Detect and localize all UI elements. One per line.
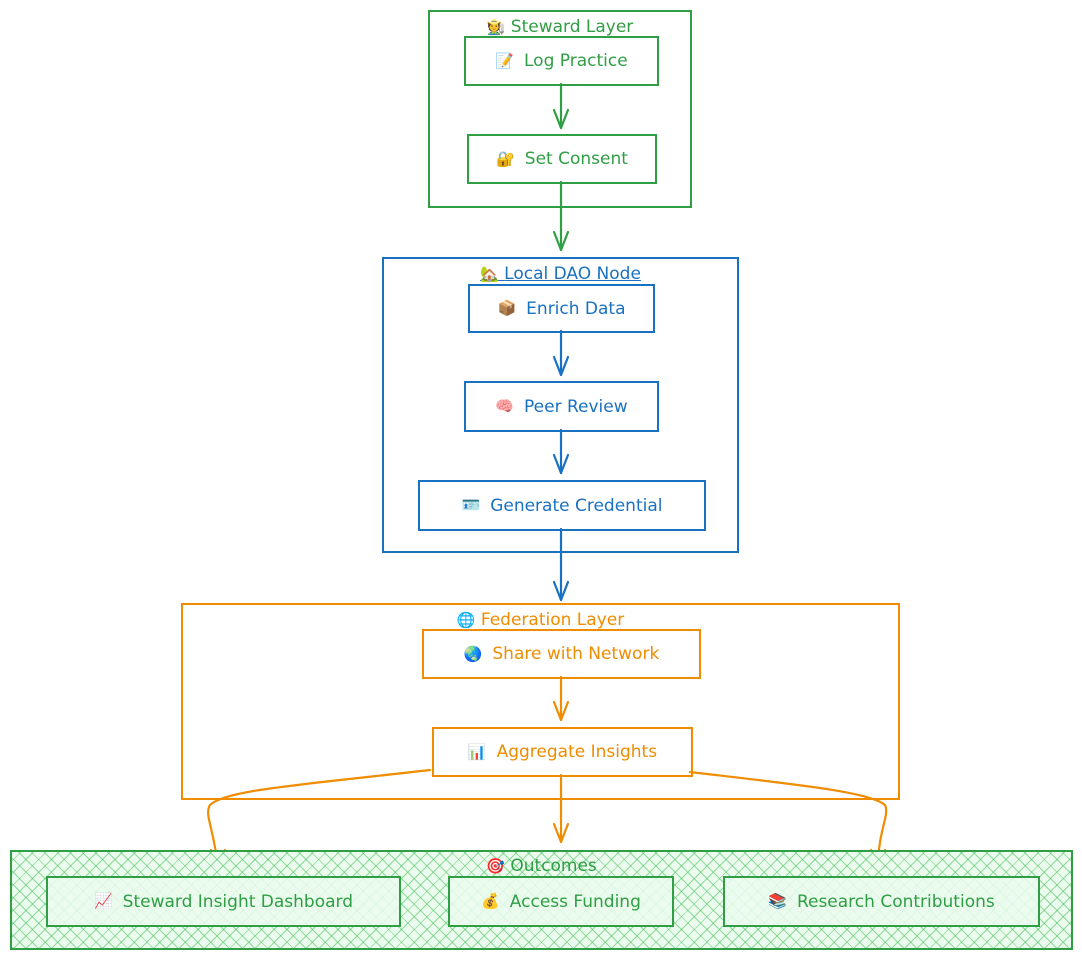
edge-arrowhead <box>552 230 570 252</box>
set-consent-node[interactable]: 🔐 Set Consent <box>467 134 657 184</box>
aggregate-insights-label: Aggregate Insights <box>496 742 658 762</box>
books-icon: 📚 <box>768 892 787 910</box>
id-card-icon: 🪪 <box>461 496 481 514</box>
outcomes-title: 🎯 Outcomes <box>12 856 1071 876</box>
local-dao-node-title: 🏡 Local DAO Node <box>384 264 737 284</box>
research-contributions-label: Research Contributions <box>796 891 995 912</box>
edge-share-network-to-aggregate-insights <box>552 675 570 722</box>
chart-increasing-icon: 📈 <box>93 892 113 910</box>
package-icon: 📦 <box>497 299 517 317</box>
target-icon: 🎯 <box>486 857 505 875</box>
house-icon: 🏡 <box>480 265 499 283</box>
share-with-network-label: Share with Network <box>492 644 660 664</box>
local-dao-node-label: Local DAO Node <box>504 264 641 284</box>
federation-layer-title: 🌐 Federation Layer <box>183 610 898 630</box>
lock-key-icon: 🔐 <box>496 149 515 168</box>
edge-arrowhead <box>552 822 570 844</box>
globe-icon: 🌏 <box>463 644 483 663</box>
generate-credential-node[interactable]: 🪪 Generate Credential <box>418 480 706 531</box>
steward-layer-group: 🧑‍🌾 Steward Layer 📝 Log Practice 🔐 Set C… <box>428 10 692 208</box>
research-contributions-node[interactable]: 📚 Research Contributions <box>723 876 1040 927</box>
access-funding-label: Access Funding <box>509 891 641 912</box>
steward-layer-title: 🧑‍🌾 Steward Layer <box>430 17 690 37</box>
federation-layer-label: Federation Layer <box>480 610 625 630</box>
memo-icon: 📝 <box>495 51 514 70</box>
edge-line <box>688 770 888 870</box>
edge-arrowhead <box>552 355 570 377</box>
outcomes-group: 🎯 Outcomes 📈 Steward Insight Dashboard 💰… <box>10 850 1073 950</box>
edge-enrich-data-to-peer-review <box>552 329 570 377</box>
edge-arrowhead <box>552 453 570 475</box>
federation-layer-group: 🌐 Federation Layer 🌏 Share with Network … <box>181 603 900 800</box>
log-practice-label: Log Practice <box>524 51 628 71</box>
enrich-data-node[interactable]: 📦 Enrich Data <box>468 284 655 333</box>
access-funding-node[interactable]: 💰 Access Funding <box>448 876 674 927</box>
peer-review-node[interactable]: 🧠 Peer Review <box>464 381 659 432</box>
steward-layer-label: Steward Layer <box>510 17 634 37</box>
enrich-data-label: Enrich Data <box>526 298 626 319</box>
money-bag-icon: 💰 <box>481 892 500 910</box>
log-practice-node[interactable]: 📝 Log Practice <box>464 36 659 86</box>
steward-insight-dashboard-node[interactable]: 📈 Steward Insight Dashboard <box>46 876 401 927</box>
edge-arrowhead <box>552 580 570 602</box>
edge-set-consent-to-enrich-data <box>552 180 570 252</box>
steward-insight-dashboard-label: Steward Insight Dashboard <box>122 891 354 912</box>
edge-peer-review-to-generate-credential <box>552 428 570 475</box>
globe-meridians-icon: 🌐 <box>456 611 476 629</box>
generate-credential-label: Generate Credential <box>490 495 663 516</box>
peer-review-label: Peer Review <box>524 396 628 417</box>
edge-aggregate-insights-to-access-funding <box>552 773 570 844</box>
edge-log-practice-to-set-consent <box>552 82 570 130</box>
edge-generate-credential-to-share-network <box>552 527 570 602</box>
set-consent-label: Set Consent <box>524 149 628 169</box>
aggregate-insights-node[interactable]: 📊 Aggregate Insights <box>432 727 693 777</box>
share-with-network-node[interactable]: 🌏 Share with Network <box>422 629 701 679</box>
local-dao-node-group: 🏡 Local DAO Node 📦 Enrich Data 🧠 Peer Re… <box>382 257 739 553</box>
edge-arrowhead <box>552 700 570 722</box>
outcomes-label: Outcomes <box>510 856 597 876</box>
farmer-icon: 🧑‍🌾 <box>486 18 506 36</box>
bar-chart-icon: 📊 <box>467 742 487 761</box>
brain-icon: 🧠 <box>495 397 515 415</box>
edge-arrowhead <box>552 108 570 130</box>
